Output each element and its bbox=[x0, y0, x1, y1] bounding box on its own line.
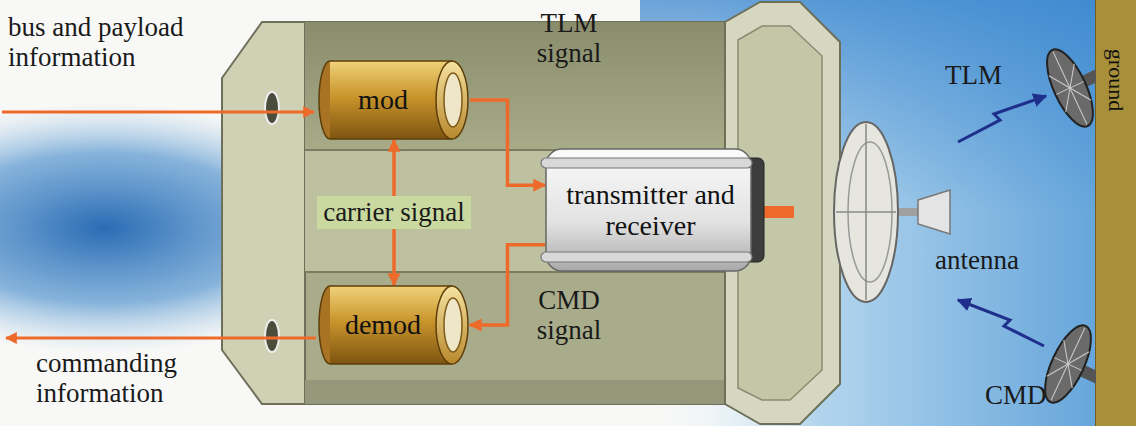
annotation-label: antenna bbox=[935, 245, 1065, 275]
transceiver-box: transmitter and receiver bbox=[545, 148, 766, 272]
node-text: ground bbox=[1104, 49, 1129, 111]
annotation-label: bus and payload information bbox=[8, 12, 253, 72]
signal-label: TLM signal bbox=[515, 8, 623, 68]
node-text: mod bbox=[358, 84, 408, 115]
annotation-label: CMD bbox=[985, 380, 1075, 410]
signal-label: carrier signal bbox=[317, 196, 471, 228]
node-text: transmitter and receiver bbox=[563, 179, 738, 242]
signal-label: CMD signal bbox=[515, 285, 623, 345]
modulator-cylinder: mod bbox=[318, 60, 470, 140]
signal-connector bbox=[470, 245, 545, 325]
ground-band: ground bbox=[1096, 0, 1136, 426]
node-text: demod bbox=[345, 309, 421, 340]
demodulator-cylinder: demod bbox=[318, 285, 470, 365]
signal-connector bbox=[470, 100, 545, 185]
annotation-label: TLM bbox=[945, 60, 1035, 90]
annotation-label: commanding information bbox=[36, 348, 241, 408]
